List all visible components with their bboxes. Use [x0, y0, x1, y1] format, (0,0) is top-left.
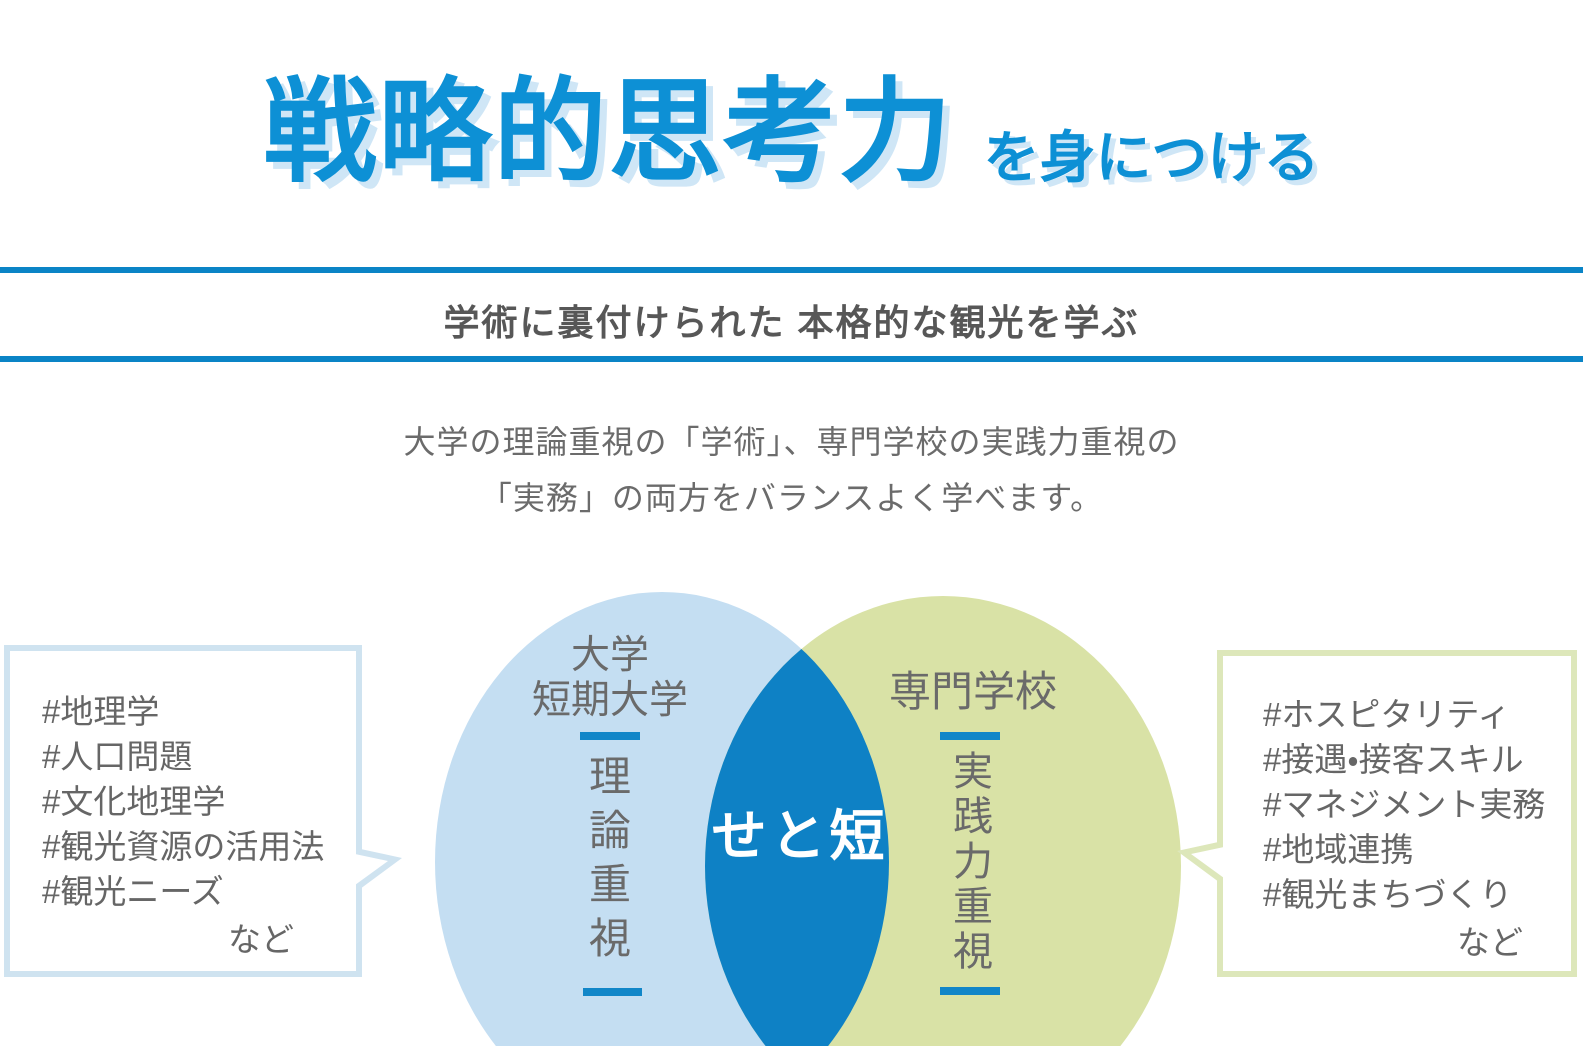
right-bubble-tag: #マネジメント実務 — [1263, 786, 1546, 823]
right-accent-bar-top — [940, 732, 1000, 740]
left-circle-keyword: 理論重視 — [588, 753, 631, 962]
left-bubble-tag: #観光資源の活用法 — [42, 828, 325, 865]
divider-line-top — [0, 267, 1583, 273]
right-circle-keyword: 実践力重視 — [953, 750, 993, 974]
right-bubble-tag: #ホスピタリティ — [1263, 696, 1511, 733]
intro-paragraph: 大学の理論重視の「学術」、専門学校の実践力重視の 「実務」の両方をバランスよく学… — [0, 414, 1583, 526]
right-bubble-suffix: など — [1457, 924, 1523, 961]
left-circle-label-line2: 短期大学 — [531, 679, 688, 722]
left-bubble-tag: #文化地理学 — [42, 783, 226, 820]
left-speech-bubble: #地理学 #人口問題 #文化地理学 #観光資源の活用法 #観光ニーズ など — [4, 645, 402, 977]
right-bubble-tag: #接遇・接客スキル — [1263, 741, 1524, 778]
left-bubble-tag: #観光ニーズ — [42, 873, 224, 910]
venn-overlap-label: せと短 — [711, 805, 889, 867]
band-heading: 学術に裏付けられた 本格的な観光を学ぶ — [443, 302, 1140, 343]
left-circle-label-line1: 大学 — [570, 634, 649, 677]
left-accent-bar-bottom — [583, 988, 642, 996]
intro-line-2: 「実務」の両方をバランスよく学べます。 — [479, 480, 1104, 516]
intro-line-1: 大学の理論重視の「学術」、専門学校の実践力重視の — [403, 424, 1180, 460]
page-title: 戦略的思考力を身につける — [0, 40, 1583, 204]
divider-line-bottom — [0, 356, 1583, 362]
left-bubble-tag: #地理学 — [42, 693, 160, 730]
left-circle-label: 大学 短期大学 — [460, 633, 760, 723]
right-bubble-tag: #地域連携 — [1263, 831, 1414, 868]
left-accent-bar-top — [580, 732, 640, 740]
title-main-text: 戦略的思考力 — [263, 65, 954, 198]
title-suffix-text: を身につける — [983, 125, 1320, 191]
right-bubble-tag: #観光まちづくり — [1263, 876, 1513, 913]
right-accent-bar-bottom — [940, 987, 1000, 995]
right-circle-label: 専門学校 — [888, 668, 1057, 715]
left-bubble-suffix: など — [228, 921, 294, 958]
right-speech-bubble: #ホスピタリティ #接遇・接客スキル #マネジメント実務 #地域連携 #観光まち… — [1177, 650, 1577, 977]
left-bubble-tag: #人口問題 — [42, 738, 193, 775]
